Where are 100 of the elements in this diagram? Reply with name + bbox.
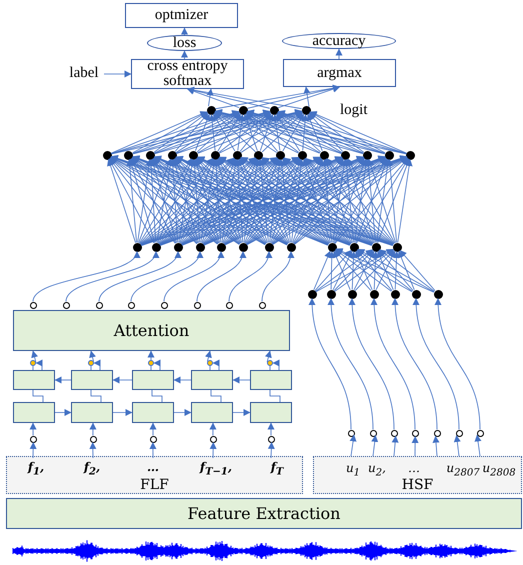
input-circle xyxy=(96,302,102,308)
process-box xyxy=(131,59,244,89)
arrow xyxy=(54,376,72,384)
arrow xyxy=(176,111,270,154)
input-circle xyxy=(128,302,134,308)
arrow xyxy=(400,250,436,291)
input-circle xyxy=(210,436,216,442)
arrow xyxy=(302,114,309,151)
arrow xyxy=(246,85,340,109)
arrow xyxy=(278,112,364,154)
arrow xyxy=(164,251,224,302)
input-circle xyxy=(476,430,484,436)
arrow xyxy=(386,159,397,243)
arrow xyxy=(214,84,340,110)
arrow xyxy=(156,158,174,243)
arrow xyxy=(130,251,202,302)
arrow xyxy=(126,159,137,243)
arrow xyxy=(260,114,274,152)
input-circle xyxy=(258,302,266,308)
neuron-dot xyxy=(206,106,216,114)
arrow xyxy=(278,159,291,243)
arrow xyxy=(392,298,438,430)
arrow xyxy=(308,298,352,430)
arrow xyxy=(31,350,38,363)
arrow xyxy=(264,350,272,363)
arrow xyxy=(336,48,342,60)
process-box xyxy=(6,498,522,529)
lstm-cell-box xyxy=(71,402,113,423)
neuron-dot xyxy=(308,290,316,298)
arrow xyxy=(282,158,330,244)
arrow xyxy=(356,158,409,244)
arrow xyxy=(174,409,192,416)
arrow xyxy=(305,158,394,244)
arrow xyxy=(262,157,373,245)
arrow xyxy=(310,112,386,154)
arrow xyxy=(262,112,304,152)
arrow xyxy=(336,248,434,293)
input-circle xyxy=(30,436,36,442)
arrow xyxy=(474,434,482,456)
feature-label: f$_{1}$, xyxy=(16,459,56,476)
neuron-dot xyxy=(211,150,220,160)
lstm-cell-box xyxy=(250,370,292,390)
arrow xyxy=(206,88,214,107)
arrow xyxy=(316,248,394,292)
arrow xyxy=(278,86,340,108)
arrow xyxy=(245,158,300,244)
arrow xyxy=(321,159,332,243)
arrow xyxy=(174,113,208,152)
arrow xyxy=(221,158,239,243)
lstm-cell-box xyxy=(191,402,233,423)
arrow xyxy=(196,251,246,302)
process-box xyxy=(283,59,396,87)
arrow xyxy=(244,158,280,244)
input-label: label xyxy=(64,65,104,83)
arrow xyxy=(432,436,440,456)
gate-dot xyxy=(88,360,94,366)
arrow xyxy=(107,158,136,244)
arrow xyxy=(346,158,375,244)
arrow xyxy=(94,360,100,370)
arrow xyxy=(212,113,236,152)
arrow xyxy=(328,251,336,290)
arrow xyxy=(326,158,374,244)
arrow xyxy=(187,87,270,109)
neuron-dot xyxy=(412,290,420,298)
arrow xyxy=(308,113,344,152)
arrow xyxy=(294,157,408,245)
arrow xyxy=(181,158,278,244)
arrow xyxy=(354,159,370,243)
input-circle xyxy=(412,430,418,436)
arrow xyxy=(304,158,374,244)
arrow xyxy=(174,158,220,244)
arrow xyxy=(292,158,344,244)
arrow xyxy=(357,249,413,292)
arrow xyxy=(302,158,331,244)
arrow xyxy=(350,434,357,456)
arrow xyxy=(169,159,178,243)
connector-line xyxy=(32,366,34,370)
arrow xyxy=(371,434,378,456)
arrow xyxy=(269,159,283,243)
box-label: argmax xyxy=(317,66,362,80)
feature-label: u$_{2807}$ xyxy=(445,460,481,477)
arrow xyxy=(109,158,176,244)
neuron-dot xyxy=(124,150,134,160)
arrow xyxy=(240,113,272,152)
arrow xyxy=(196,112,240,152)
input-circle xyxy=(456,430,462,436)
arrow xyxy=(240,158,330,244)
arrow xyxy=(348,298,394,430)
arrow xyxy=(154,112,208,153)
arrow xyxy=(196,158,288,244)
arrow xyxy=(194,158,220,244)
neuron-dot xyxy=(390,290,400,298)
arrow xyxy=(278,110,407,154)
input-circle xyxy=(348,430,354,436)
arrow xyxy=(202,158,300,244)
arrow xyxy=(187,86,302,110)
arrow xyxy=(304,86,310,108)
input-circle xyxy=(30,302,36,308)
arrow xyxy=(66,251,158,302)
arrow xyxy=(348,158,396,244)
